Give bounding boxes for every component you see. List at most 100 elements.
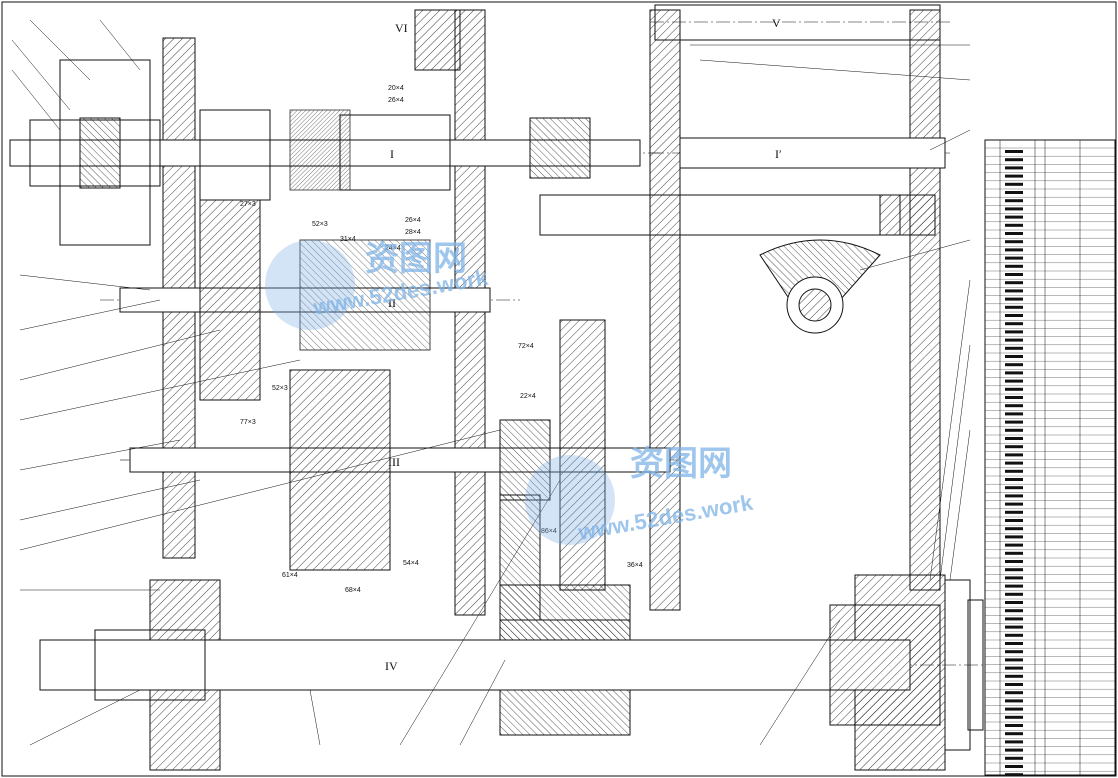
parts-list-table (984, 139, 1116, 777)
table-cell-mark (1005, 592, 1023, 596)
label-shaft-I: I (390, 147, 394, 161)
table-cell-mark (1005, 248, 1023, 252)
gear-label-86x4: 86×4 (541, 528, 557, 535)
table-cell-mark (1005, 387, 1023, 391)
gear-label-31x4: 31×4 (340, 236, 356, 243)
gear-label-24x4: 24×4 (385, 245, 401, 252)
table-cell-mark (1005, 625, 1023, 629)
label-shaft-I-prime: I′ (775, 147, 782, 161)
table-cell-mark (1005, 765, 1023, 768)
large-gear (499, 319, 606, 621)
label-shaft-II: II (388, 296, 396, 310)
table-cell-mark (1005, 453, 1023, 457)
table-cell-mark (1005, 707, 1023, 711)
table-cell-mark (1005, 215, 1023, 219)
table-cell-mark (1005, 379, 1023, 383)
shaft-IV (39, 579, 990, 751)
table-cell-mark (1005, 305, 1023, 309)
table-cell-mark (1005, 674, 1023, 678)
table-cell-mark (1005, 535, 1023, 539)
gear-label-68x4: 68×4 (345, 587, 361, 594)
table-cell-mark (1005, 404, 1023, 408)
table-cell-mark (1005, 740, 1023, 744)
table-cell-mark (1005, 420, 1023, 424)
table-cell-mark (1005, 494, 1023, 498)
table-cell-mark (1005, 478, 1023, 481)
gear-label-77x3: 77×3 (240, 419, 256, 426)
table-cell-mark (1005, 256, 1023, 260)
gear-label-27x3: 27×3 (240, 201, 256, 208)
table-cell-mark (1005, 732, 1023, 736)
table-cell-mark (1005, 207, 1023, 211)
table-cell-mark (1005, 724, 1023, 727)
table-cell-mark (1005, 223, 1023, 227)
table-cell-mark (1005, 502, 1023, 506)
table-cell-mark (1005, 510, 1023, 514)
table-cell-mark (1005, 314, 1023, 317)
table-cell-mark (1005, 330, 1023, 334)
table-cell-mark (1005, 264, 1023, 268)
table-cell-mark (1005, 551, 1023, 555)
table-cell-mark (1005, 642, 1023, 645)
gear-label-20x4: 20×4 (388, 85, 404, 92)
table-cell-mark (1005, 633, 1023, 637)
table-cell-mark (1005, 519, 1023, 522)
table-cell-mark (1005, 273, 1023, 276)
leader-lines (11, 19, 971, 746)
table-cell-mark (1005, 322, 1023, 326)
gear-label-52x3-top: 52×3 (312, 221, 328, 228)
table-cell-mark (1005, 297, 1023, 301)
gear-label-72x4: 72×4 (518, 343, 534, 350)
table-cell-mark (1005, 748, 1023, 752)
table-cell-mark (1005, 527, 1023, 531)
gear-label-28x4: 28×4 (405, 229, 421, 236)
table-cell-mark (1005, 281, 1023, 285)
table-cell-mark (1005, 363, 1023, 367)
table-cell-mark (1005, 543, 1023, 547)
table-cell-mark (1005, 428, 1023, 432)
table-cell-mark (1005, 289, 1023, 293)
table-cell-mark (1005, 683, 1023, 686)
table-cell-mark (1005, 773, 1023, 777)
table-cell-mark (1005, 232, 1023, 235)
table-cell-mark (1005, 699, 1023, 703)
table-cell-mark (1005, 437, 1023, 440)
label-shaft-III: III (388, 455, 400, 469)
label-shaft-IV: IV (385, 659, 398, 673)
gear-label-26x4-top: 26×4 (388, 97, 404, 104)
label-shaft-V: V (772, 16, 781, 30)
table-cell-mark (1005, 560, 1023, 563)
table-cell-mark (1005, 469, 1023, 473)
table-cell-mark (1005, 199, 1023, 203)
table-cell-mark (1005, 158, 1023, 162)
table-cell-mark (1005, 166, 1023, 170)
table-cell-mark (1005, 371, 1023, 375)
table-cell-mark (1005, 486, 1023, 490)
gear-label-52x3-mid: 52×3 (272, 385, 288, 392)
table-cell-mark (1005, 601, 1023, 604)
table-cell-mark (1005, 576, 1023, 580)
table-cell-mark (1005, 609, 1023, 613)
watermark-brand-bottom: 资图网 (630, 445, 732, 483)
gear-label-54x4: 54×4 (403, 560, 419, 567)
gear-label-26x4-mid: 26×4 (405, 217, 421, 224)
table-cell-mark (1005, 461, 1023, 465)
table-cell-mark (1005, 355, 1023, 358)
table-cell-mark (1005, 150, 1023, 153)
table-cell-mark (1005, 240, 1023, 244)
table-cell-mark (1005, 338, 1023, 342)
shaft-I-prime (650, 4, 950, 334)
label-shaft-VI: VI (395, 21, 408, 35)
gear-label-61x4: 61×4 (282, 572, 298, 579)
gear-label-22x4: 22×4 (520, 393, 536, 400)
table-cell-mark (1005, 182, 1023, 186)
gear-label-36x4: 36×4 (627, 562, 643, 569)
shaft-I (9, 9, 936, 246)
table-cell-mark (1005, 617, 1023, 621)
table-cell-mark (1005, 691, 1023, 695)
table-cell-mark (1005, 584, 1023, 588)
table-cell-mark (1005, 445, 1023, 449)
shaft-II (100, 199, 520, 401)
table-cell-mark (1005, 666, 1023, 670)
